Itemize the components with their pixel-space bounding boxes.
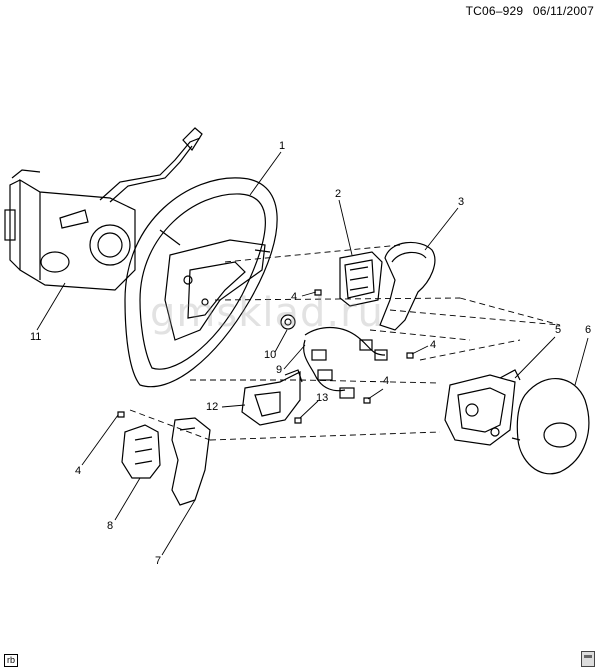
callout-labels: 1 2 3 4 4 4 4 5 6 7 8 9 10 11 12 13 (30, 140, 591, 567)
callout-9: 9 (276, 364, 282, 376)
grommet (280, 314, 296, 330)
callout-3: 3 (458, 196, 464, 208)
callout-4-top: 4 (291, 291, 297, 303)
trim-cover (379, 241, 436, 331)
callout-1: 1 (279, 140, 285, 152)
callout-10: 10 (264, 349, 276, 361)
document-icon (581, 651, 595, 667)
diagram-code: TC06–929 (465, 4, 524, 18)
callout-4-right: 4 (430, 339, 436, 351)
control-switch (339, 251, 383, 307)
callout-5: 5 (555, 324, 561, 336)
airbag-module (511, 378, 590, 475)
wiring-harness (303, 326, 388, 399)
steering-wheel (124, 177, 278, 388)
callout-7: 7 (155, 555, 161, 567)
callout-12: 12 (206, 401, 218, 413)
mounting-bracket (241, 369, 303, 426)
leader-lines (36, 151, 589, 556)
callout-11: 11 (30, 331, 41, 343)
left-trim-bezel (171, 417, 211, 506)
diagram-date: 06/11/2007 (532, 4, 594, 18)
callout-2: 2 (335, 188, 341, 200)
callout-4-left: 4 (75, 465, 81, 477)
assembly-dashed-lines (129, 244, 561, 441)
callout-8: 8 (107, 520, 113, 532)
callout-13: 13 (316, 392, 328, 404)
column-switch-assembly (4, 127, 203, 291)
corner-tag: rb (4, 654, 19, 667)
left-control-switch (121, 424, 161, 479)
callout-6: 6 (585, 324, 591, 336)
airbag-bracket (444, 369, 521, 446)
callout-4-mid: 4 (383, 375, 389, 387)
diagram-header: TC06–929 06/11/2007 (460, 4, 594, 18)
